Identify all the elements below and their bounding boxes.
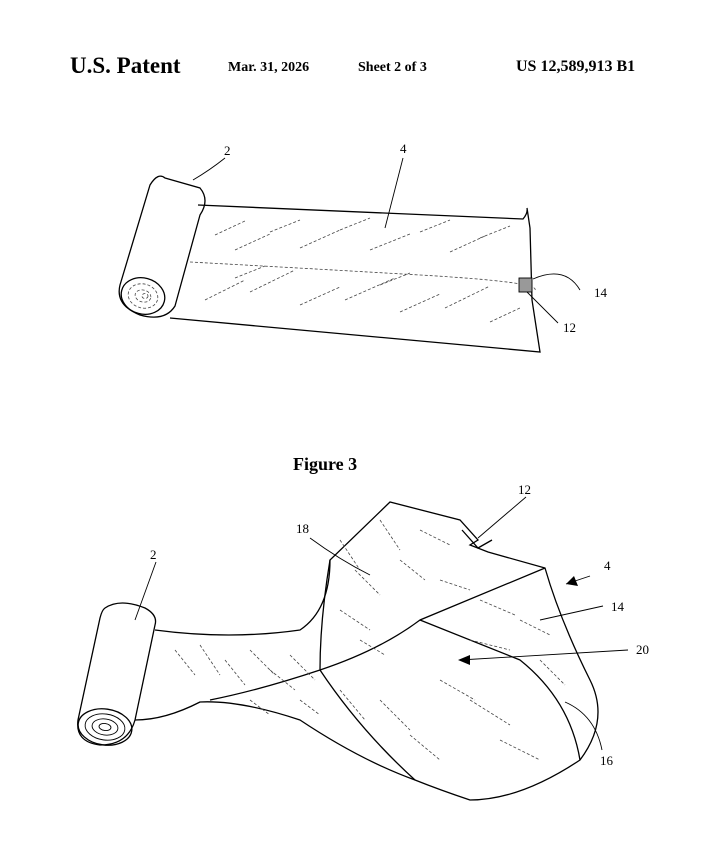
top-sheet (169, 204, 541, 353)
ref-notch-top: 12 (563, 320, 576, 335)
patent-title: U.S. Patent (70, 53, 181, 78)
figure-caption: Figure 3 (293, 454, 358, 474)
patent-number: US 12,589,913 B1 (516, 58, 636, 75)
bottom-roll-end (77, 708, 133, 746)
ref-tab-bottom: 14 (611, 599, 625, 614)
ref-tab-top: 14 (594, 285, 608, 300)
bottom-sheet (134, 501, 599, 801)
bottom-roll (77, 602, 157, 746)
patent-date: Mar. 31, 2026 (228, 60, 310, 75)
ref-fold: 18 (296, 521, 309, 536)
top-roll (118, 175, 206, 318)
ref-edge: 16 (600, 753, 614, 768)
ref-sheet-bottom: 4 (604, 558, 611, 573)
top-roll-end (120, 277, 166, 315)
top-tab (518, 277, 533, 293)
ref-roll-bottom: 2 (150, 547, 157, 562)
ref-sheet-top: 4 (400, 141, 407, 156)
ref-opening: 20 (636, 642, 649, 657)
top-figure: 2 4 14 12 (118, 141, 608, 353)
ref-roll-top: 2 (224, 143, 231, 158)
sheet-indicator: Sheet 2 of 3 (358, 60, 427, 75)
ref-notch-bottom: 12 (518, 482, 531, 497)
bottom-figure: 12 18 2 4 14 20 16 (77, 482, 649, 801)
